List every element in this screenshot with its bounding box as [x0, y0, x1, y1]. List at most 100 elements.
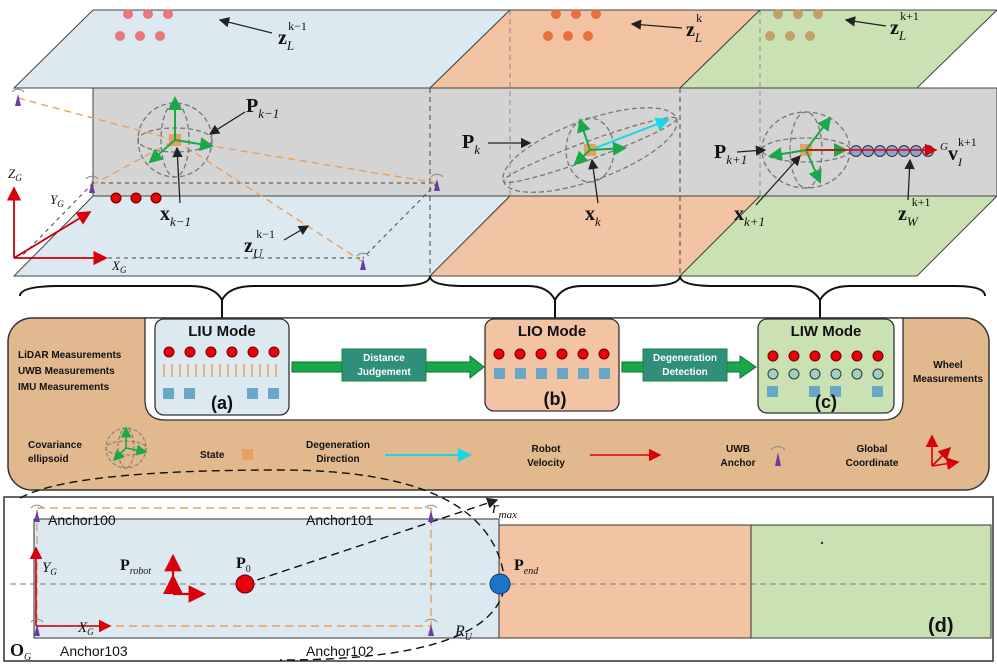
label-z-L-next: zLk+1 — [890, 9, 919, 43]
distance-judgement-box — [341, 348, 427, 382]
axes-prev — [148, 96, 214, 164]
corridor-3d — [6, 9, 997, 277]
lidar-points-next — [765, 9, 823, 41]
legend-uwb-line1: UWB — [726, 444, 750, 455]
liw-zone — [750, 524, 992, 639]
label-x-prev: xk−1 — [160, 203, 191, 229]
uwb-anchor-icons-bottom — [30, 504, 438, 636]
mode-panel — [7, 317, 990, 491]
global-coordinate-icon — [925, 434, 960, 471]
label-x-next: xk+1 — [734, 203, 765, 229]
label-axis-z: ZG — [8, 166, 22, 183]
legend-global-line1: Global — [856, 444, 887, 455]
floor-face-liw — [678, 195, 997, 277]
top-face-uwb — [12, 9, 512, 89]
label-r-max: rmax — [492, 498, 517, 521]
label-v-I: GvIk+1 — [940, 135, 977, 169]
label-R-U: RU — [454, 623, 473, 643]
axes-k — [573, 118, 627, 166]
distance-judgement-line1: Distance — [363, 353, 405, 364]
local-axes — [29, 546, 112, 633]
label-o-g: OG — [10, 640, 31, 663]
degeneration-detection-box — [642, 348, 728, 382]
lio-zone — [498, 524, 752, 639]
panel-labels: LIU Mode LIO Mode LIW Mode (a) (b) (c) D… — [18, 323, 983, 469]
liu-lidar-dots — [163, 346, 280, 358]
label-z-L-k: zLk — [686, 11, 702, 45]
lidar-points-k — [543, 9, 601, 41]
liu-imu-squares — [163, 388, 279, 399]
distance-judgement-line2: Judgement — [357, 367, 411, 378]
tag-c: (c) — [815, 392, 837, 412]
top-view-labels: Anchor100 Anchor101 Anchor102 Anchor103 … — [10, 498, 954, 663]
liw-mode-title: LIW Mode — [791, 323, 862, 340]
label-z-W-next: zWk+1 — [898, 195, 931, 229]
sensor-uwb: UWB Measurements — [18, 366, 115, 377]
degeneration-direction-k — [589, 117, 670, 151]
label-P-next: Pk+1 — [714, 141, 747, 167]
legend-degeneration-line1: Degeneration — [306, 440, 370, 451]
label-z-L-prev: zLk−1 — [278, 19, 307, 53]
liw-wheel-dots — [767, 368, 884, 380]
lio-mode-title: LIO Mode — [518, 323, 586, 340]
uwb-zone — [33, 518, 500, 639]
legend-state: State — [200, 450, 225, 461]
label-x-k: xk — [585, 203, 601, 229]
legend-velocity-line2: Velocity — [527, 458, 565, 469]
lio-lidar-dots — [493, 348, 610, 360]
pend-point — [489, 573, 511, 595]
sensor-wheel-line2: Measurements — [913, 374, 983, 385]
label-anchor102: Anchor102 — [306, 643, 374, 659]
state-icon — [242, 449, 253, 460]
legend-degeneration-line2: Direction — [316, 454, 359, 465]
global-axes-top — [6, 186, 108, 266]
legend-velocity-line1: Robot — [532, 444, 562, 455]
p0-point — [235, 574, 255, 594]
legend-covariance-line2: ellipsoid — [28, 454, 69, 465]
annotation-arrows — [172, 16, 915, 241]
liu-uwb-ticks — [163, 364, 277, 377]
label-p-robot: Probot — [120, 557, 151, 577]
legend-uwb-line2: Anchor — [721, 458, 756, 469]
top-labels: zLk−1 zLk zLk+1 Pk−1 Pk Pk+1 xk−1 xk xk+… — [8, 9, 977, 275]
legend-global-line2: Coordinate — [846, 458, 899, 469]
degeneration-detection-line1: Degeneration — [653, 353, 717, 364]
tag-b: (b) — [544, 389, 567, 409]
label-anchor100: Anchor100 — [48, 512, 116, 528]
lidar-points-prev — [115, 9, 173, 41]
degeneration-detection-line2: Detection — [662, 367, 708, 378]
uwb-anchor-icon — [770, 446, 786, 466]
sensor-wheel-line1: Wheel — [933, 360, 963, 371]
label-p-end: Pend — [514, 557, 539, 577]
sensor-lidar: LiDAR Measurements — [18, 350, 122, 361]
lio-mode-box — [484, 318, 620, 412]
label-anchor103: Anchor103 — [60, 643, 128, 659]
anchor-rectangle — [36, 507, 432, 627]
liu-mode-title: LIU Mode — [188, 323, 256, 340]
r-max-arrow — [244, 497, 499, 585]
liw-lidar-dots — [767, 350, 884, 362]
top-view — [3, 469, 994, 662]
label-P-k: Pk — [462, 131, 480, 157]
lio-imu-squares — [494, 368, 610, 379]
legend-icons — [105, 426, 960, 471]
corridor-wall — [92, 87, 997, 197]
label-z-U-prev: zUk−1 — [244, 227, 275, 261]
uwb-points-prev — [110, 192, 162, 204]
label-P-prev: Pk−1 — [246, 95, 279, 121]
tag-d: (d) — [928, 615, 954, 637]
label-axis-y: YG — [50, 192, 64, 209]
uwb-anchor-icons-top — [11, 88, 444, 270]
label-anchor101: Anchor101 — [306, 512, 374, 528]
liw-imu-squares — [767, 386, 883, 397]
liw-mode-box — [757, 318, 895, 414]
r-max-arc — [19, 469, 506, 661]
label-axis-x: XG — [111, 258, 127, 275]
sensor-imu: IMU Measurements — [18, 382, 110, 393]
label-x-g-bottom: XG — [77, 620, 94, 637]
legend-covariance-line1: Covariance — [28, 440, 82, 451]
label-y-g-bottom: YG — [42, 560, 57, 577]
braces — [19, 275, 986, 320]
